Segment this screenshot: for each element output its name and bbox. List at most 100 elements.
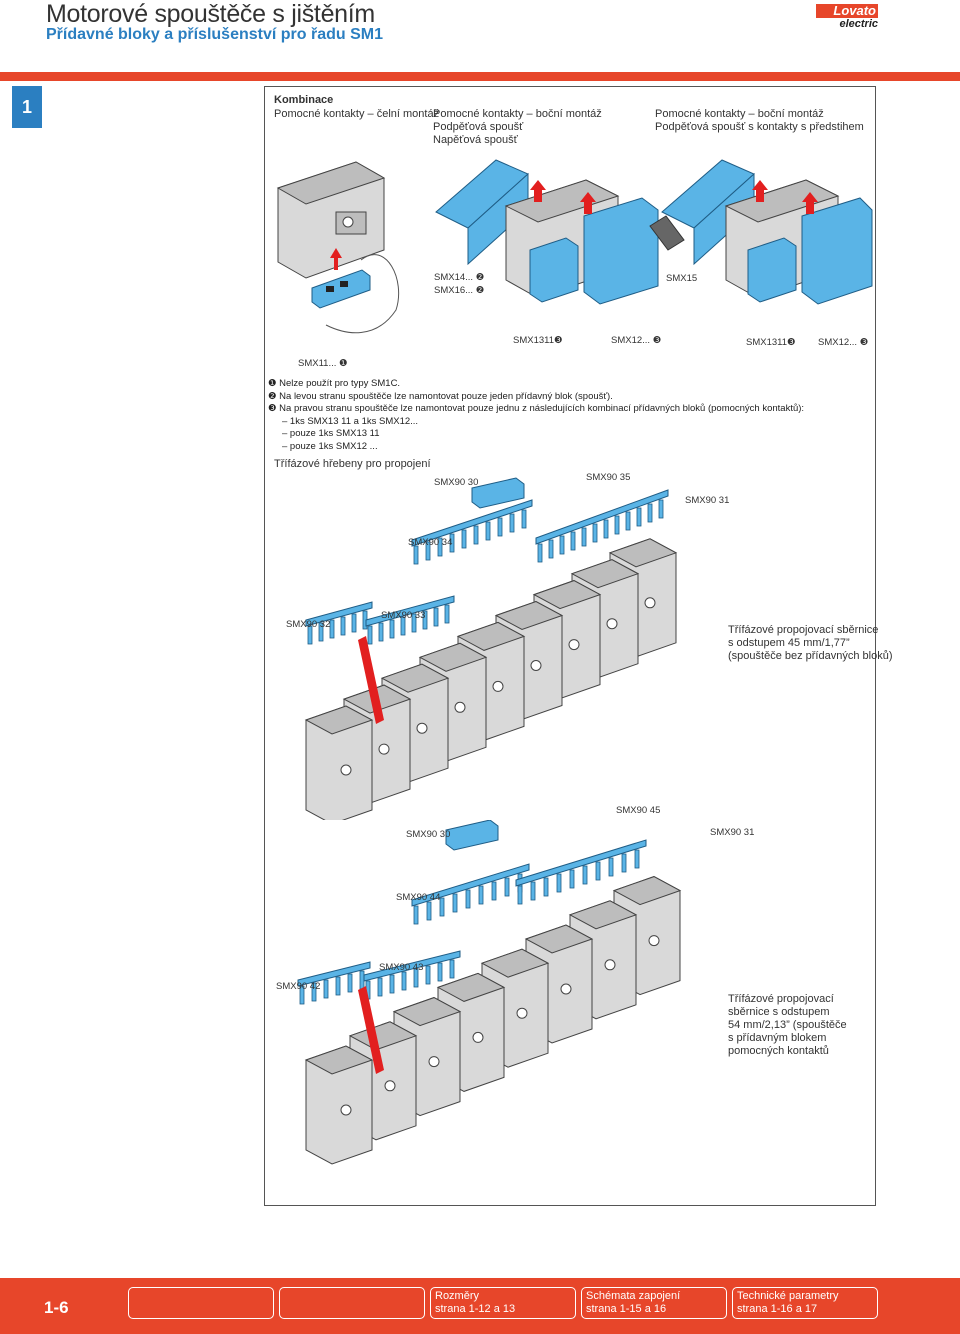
busbar-pin bbox=[636, 507, 642, 527]
busbar-pin bbox=[625, 511, 631, 531]
busbar-pin bbox=[603, 519, 609, 539]
starter-knob bbox=[644, 597, 656, 609]
busbar-comb bbox=[297, 961, 371, 987]
footnote-3c: – pouze 1ks SMX12 ... bbox=[282, 440, 378, 452]
busbar-pin bbox=[478, 885, 484, 905]
busbar-pin bbox=[491, 881, 497, 901]
combination-col3: Pomocné kontakty – boční montáž Podpěťov… bbox=[655, 108, 864, 134]
col2-line: Napěťová spoušť bbox=[433, 134, 518, 146]
busbar-pin bbox=[433, 607, 439, 627]
col2-line: Pomocné kontakty – boční montáž bbox=[433, 108, 602, 120]
busbar-pin bbox=[473, 525, 479, 545]
col3-line: Pomocné kontakty – boční montáž bbox=[655, 108, 824, 120]
busbar-pin bbox=[437, 537, 443, 557]
nav-wiring-link[interactable]: Schémata zapojení strana 1-15 a 16 bbox=[581, 1287, 727, 1319]
busbar-comb bbox=[305, 601, 373, 627]
front-contact-block bbox=[311, 269, 371, 309]
busbar-pin bbox=[413, 968, 419, 988]
busbar-pin bbox=[582, 865, 588, 885]
busbar-pin bbox=[347, 973, 353, 993]
label-smx9030-b: SMX90 30 bbox=[406, 829, 451, 840]
starter-top bbox=[570, 559, 640, 589]
label-smx12-b: SMX12... ❸ bbox=[818, 337, 869, 348]
desc2-line: 54 mm/2,13” (spouštěče bbox=[728, 1019, 847, 1031]
busbar-pin bbox=[378, 622, 384, 642]
nav-pages: strana 1-16 a 17 bbox=[737, 1303, 818, 1315]
busbar-pin bbox=[581, 527, 587, 547]
busbar-pin bbox=[439, 897, 445, 917]
starter-front-illustration bbox=[276, 161, 386, 279]
busbar-comb bbox=[411, 499, 533, 547]
busbar-pin bbox=[592, 523, 598, 543]
busbar-pin bbox=[307, 625, 313, 645]
content-frame bbox=[264, 86, 876, 1206]
combs-heading: Třífázové hřebeny pro propojení bbox=[274, 458, 431, 470]
busbar-pin bbox=[299, 985, 305, 1005]
starter-knob bbox=[492, 680, 504, 692]
busbar-pin bbox=[367, 625, 373, 645]
busbar-pin bbox=[318, 622, 324, 642]
label-smx1311-b: SMX1311❸ bbox=[746, 337, 796, 348]
label-smx11: SMX11... ❶ bbox=[298, 358, 348, 369]
busbar-pin bbox=[621, 853, 627, 873]
busbar-pin bbox=[426, 901, 432, 921]
desc1-line: Třífázové propojovací sběrnice bbox=[728, 624, 879, 636]
combination-col1: Pomocné kontakty – čelní montáž bbox=[274, 108, 440, 120]
footnote-3b: – pouze 1ks SMX13 11 bbox=[282, 428, 380, 439]
busbar-pin bbox=[449, 533, 455, 553]
busbar-cover bbox=[445, 820, 499, 851]
desc2-line: s přídavným blokem bbox=[728, 1032, 827, 1044]
section-number: 1 bbox=[12, 86, 42, 128]
busbar-pin bbox=[377, 977, 383, 997]
busbar-pin bbox=[311, 982, 317, 1002]
label-smx1311-a: SMX1311❸ bbox=[513, 335, 563, 346]
busbar-pin bbox=[485, 521, 491, 541]
nav-dimensions-link[interactable]: Rozměry strana 1-12 a 13 bbox=[430, 1287, 576, 1319]
starter-top bbox=[612, 876, 682, 906]
busbar-pin bbox=[517, 885, 523, 905]
nav-empty-2 bbox=[279, 1287, 425, 1319]
busbar-pin bbox=[359, 970, 365, 990]
nav-pages: strana 1-15 a 16 bbox=[586, 1303, 667, 1315]
arrow-down-icon bbox=[530, 180, 546, 202]
busbar-pin bbox=[444, 604, 450, 624]
nav-technical-link[interactable]: Technické parametry strana 1-16 a 17 bbox=[732, 1287, 878, 1319]
starter-top bbox=[532, 580, 602, 610]
starter-top bbox=[436, 972, 506, 1002]
busbar-illustration-45mm bbox=[304, 477, 678, 820]
busbar-pin bbox=[425, 965, 431, 985]
busbar-pin bbox=[548, 539, 554, 559]
busbar-pin bbox=[389, 619, 395, 639]
hand-outline bbox=[325, 254, 400, 334]
label-smx9034: SMX90 34 bbox=[408, 537, 453, 548]
busbar-illustration-54mm bbox=[297, 820, 682, 1165]
busbar-comb bbox=[515, 839, 647, 887]
starter-top bbox=[568, 900, 638, 930]
starter-top bbox=[494, 600, 564, 631]
busbar-pin bbox=[521, 509, 527, 529]
logo-sub: electric bbox=[839, 18, 878, 30]
arrow-up-icon bbox=[330, 248, 342, 270]
combinations-heading: Kombinace bbox=[274, 94, 334, 106]
label-smx9042: SMX90 42 bbox=[276, 981, 321, 992]
busbar-cover bbox=[471, 477, 525, 509]
busbar-pin bbox=[422, 610, 428, 630]
busbar-pin bbox=[449, 959, 455, 979]
busbar-pin bbox=[608, 857, 614, 877]
nav-empty-1 bbox=[128, 1287, 274, 1319]
label-smx12-a: SMX12... ❸ bbox=[611, 335, 662, 346]
nav-title: Schémata zapojení bbox=[586, 1290, 681, 1302]
starter-knob bbox=[340, 764, 352, 776]
top-accent-bar bbox=[0, 72, 960, 81]
busbar-pin bbox=[340, 616, 346, 636]
arrow-down-icon bbox=[358, 986, 384, 1074]
nav-title: Rozměry bbox=[435, 1290, 480, 1302]
busbar-pin bbox=[634, 849, 640, 869]
starter-top bbox=[392, 997, 462, 1027]
starter-top bbox=[418, 642, 488, 672]
busbar-pin bbox=[411, 613, 417, 633]
busbar-pin bbox=[537, 543, 543, 563]
starter-knob bbox=[384, 1080, 396, 1092]
label-smx9033: SMX90 33 bbox=[381, 610, 426, 621]
busbar-pin bbox=[461, 529, 467, 549]
